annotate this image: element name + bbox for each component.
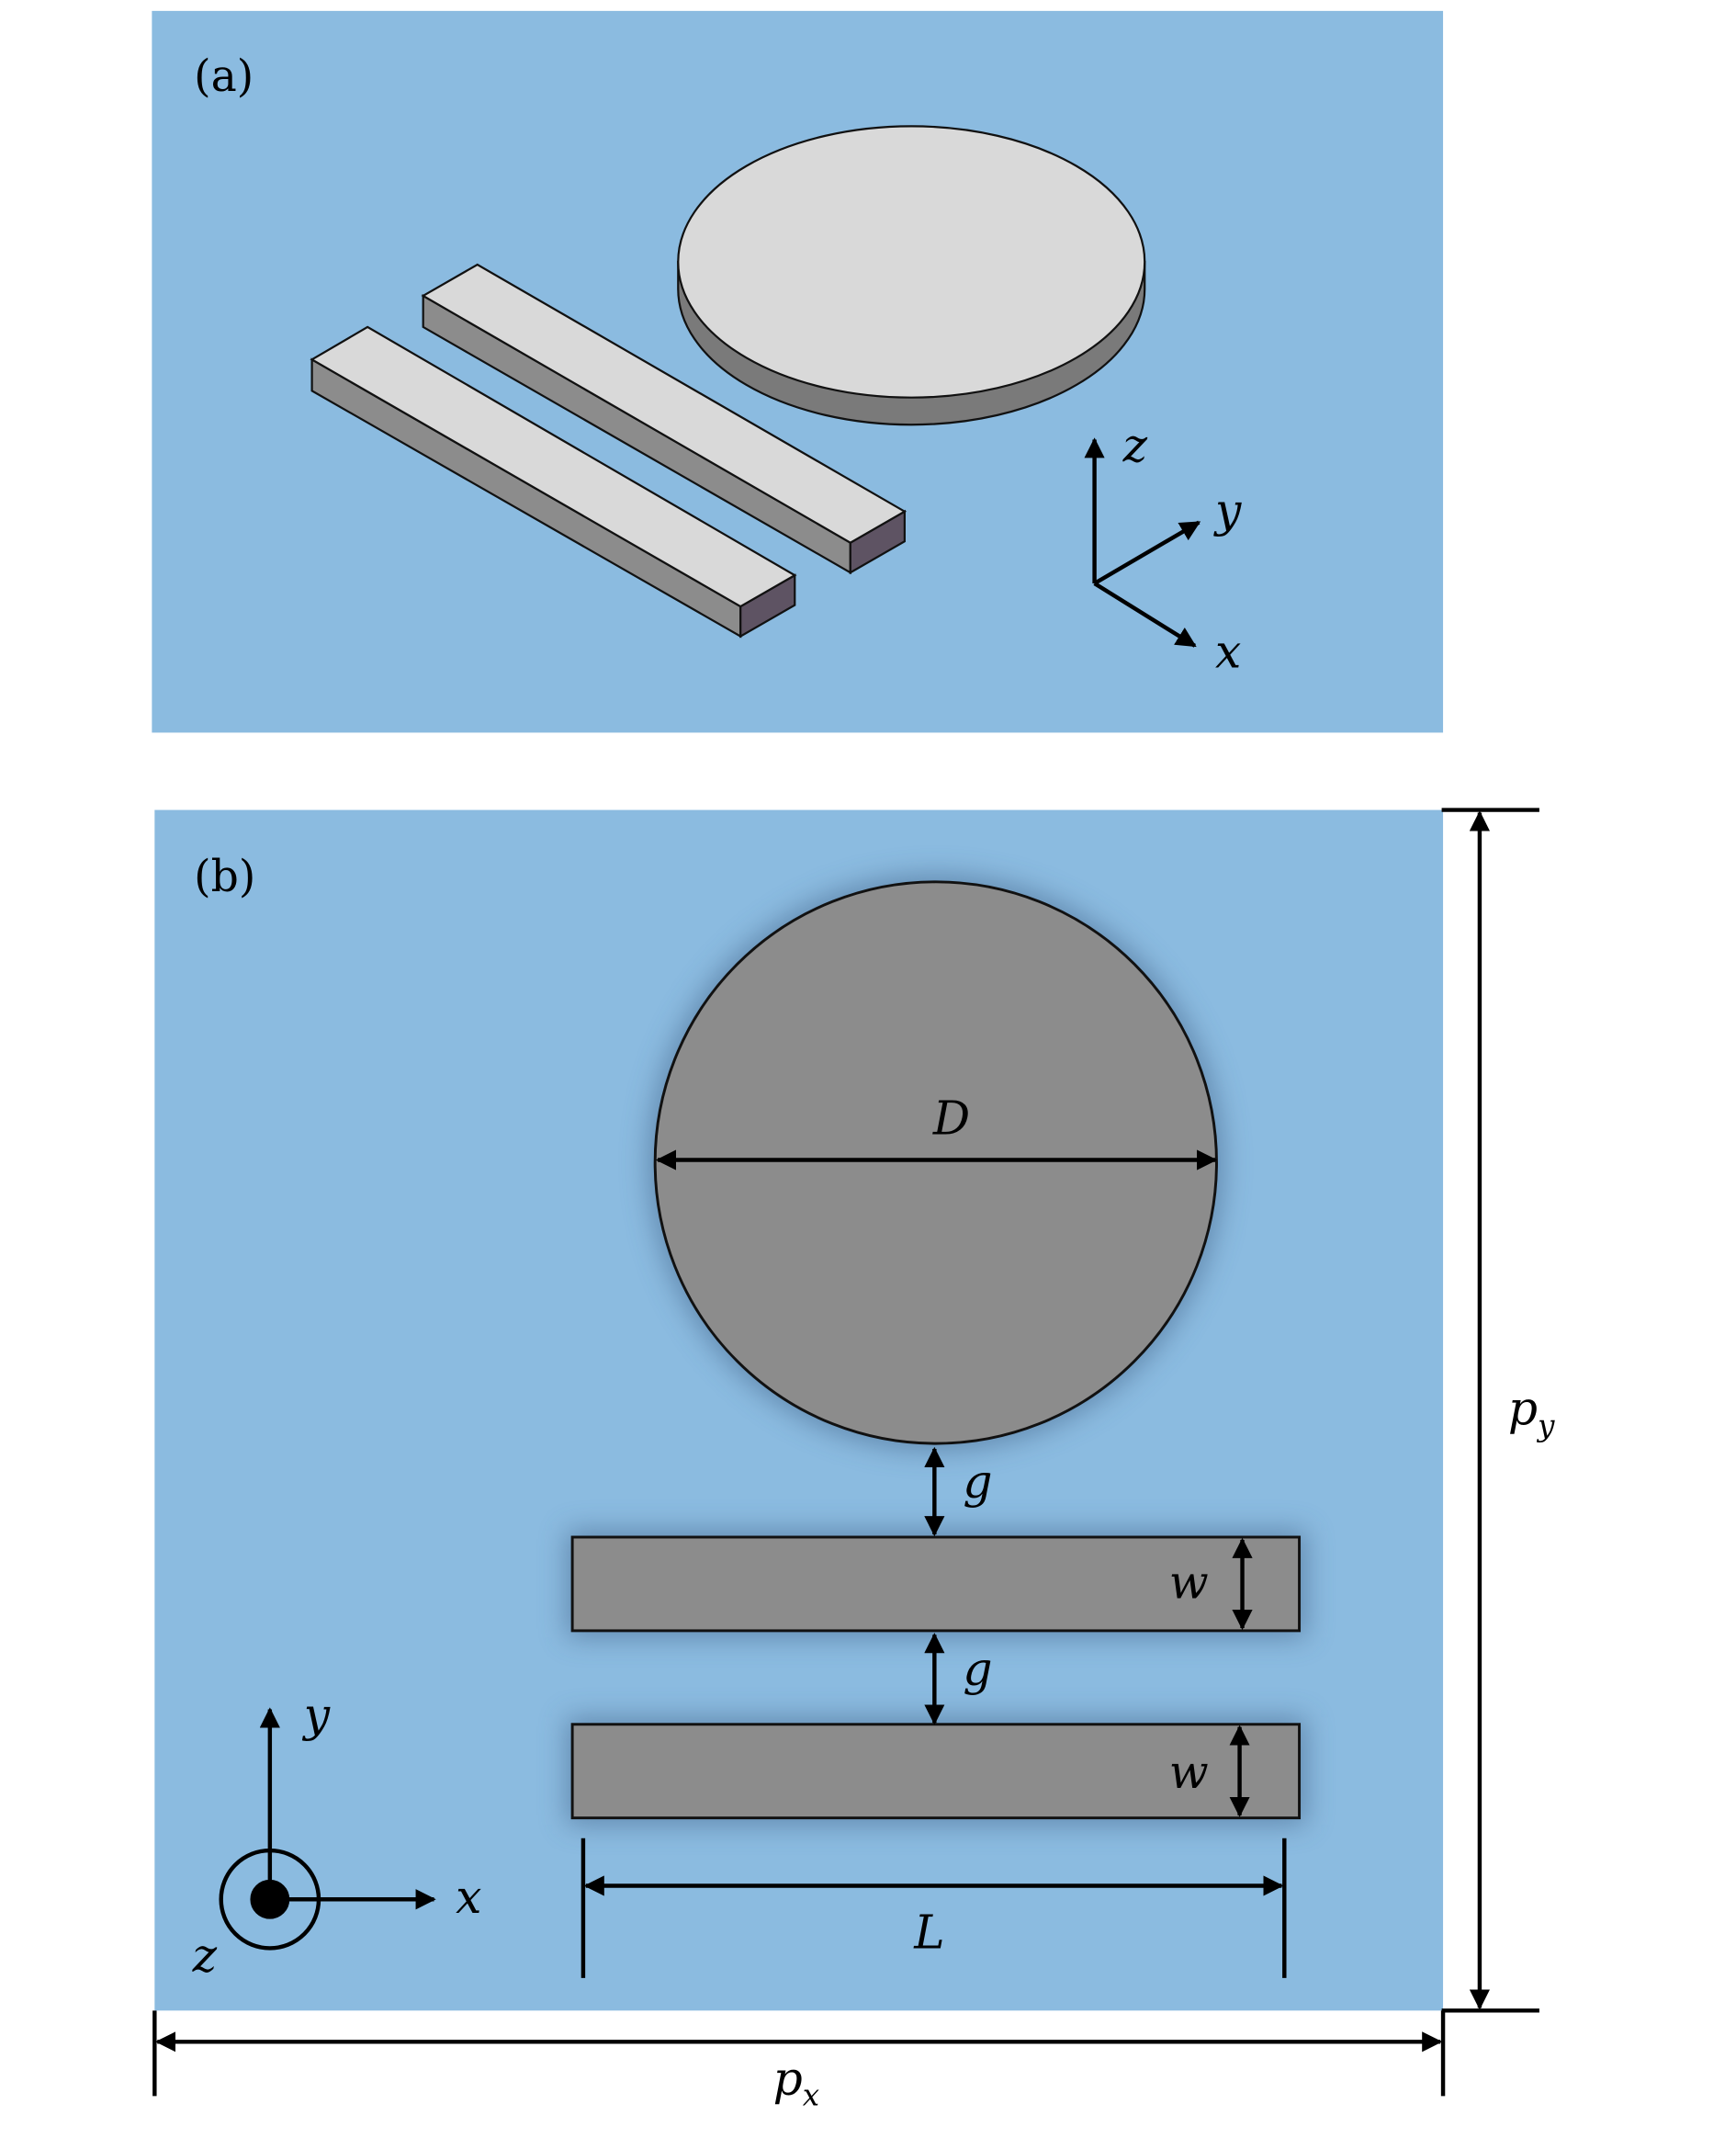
- panel-b-label: (b): [194, 852, 255, 902]
- axis-y-label-b: y: [302, 1688, 331, 1742]
- axis-x-label-b: x: [456, 1870, 481, 1924]
- dim-w1-label: w: [1169, 1555, 1209, 1609]
- panel-b: (b) D g g w w L p: [152, 808, 1555, 2113]
- dim-g2-label: g: [963, 1642, 992, 1696]
- disk: [677, 125, 1146, 426]
- dim-px-label: px: [773, 2052, 819, 2113]
- axes-2d: [219, 1707, 436, 1951]
- bar-back: [421, 263, 907, 575]
- disk-plan: [653, 880, 1218, 1445]
- panel-a-label: (a): [194, 51, 254, 102]
- axis-z-label-b: z: [192, 1928, 218, 1983]
- z-out-of-plane-icon: [250, 1879, 290, 1919]
- bar-plan-bottom: [570, 1723, 1302, 1820]
- dim-g1-label: g: [963, 1454, 992, 1509]
- bar-plan-top: [570, 1535, 1302, 1633]
- dimension-lines: [152, 808, 1539, 2097]
- axes-3d: [1084, 437, 1201, 648]
- axis-z-label: z: [1122, 418, 1148, 472]
- axis-y-label: y: [1213, 483, 1242, 537]
- bar-front: [310, 325, 797, 639]
- dim-L-label: L: [913, 1905, 944, 1959]
- axis-x-label: x: [1215, 625, 1241, 679]
- dim-D-label: D: [932, 1091, 970, 1145]
- dim-w2-label: w: [1169, 1745, 1209, 1799]
- panel-a: (a) z y x: [152, 10, 1444, 733]
- dim-py-label: py: [1508, 1381, 1555, 1442]
